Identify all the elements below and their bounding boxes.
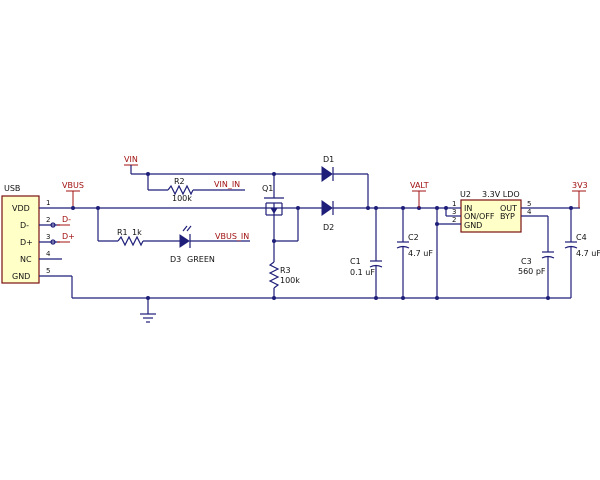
c1-value: 0.1 uF <box>350 268 375 277</box>
ldo-regulator-body <box>460 199 522 233</box>
ground-icon <box>140 313 156 323</box>
resistor-r3 <box>268 261 280 289</box>
mosfet-q1 <box>264 197 284 218</box>
u2-pin-num-1: 1 <box>452 200 456 208</box>
capacitor-c3 <box>541 251 555 259</box>
usb-pin-label-nc: NC <box>20 255 32 264</box>
net-label-vbus: VBUS <box>62 181 84 190</box>
u2-pin-onoff: ON/OFF <box>464 212 495 221</box>
u2-title: 3.3V LDO <box>482 190 520 199</box>
r2-value: 100k <box>172 194 192 203</box>
c2-value: 4.7 uF <box>408 249 433 258</box>
net-label-vbus-in: VBUS_IN <box>215 232 249 241</box>
r1-ref: R1 <box>117 228 128 237</box>
u2-pin-num-5: 5 <box>527 200 531 208</box>
net-label-valt: VALT <box>410 181 429 190</box>
net-label-dplus: D+ <box>62 232 75 241</box>
c3-ref: C3 <box>521 257 532 266</box>
usb-pin-num-1: 1 <box>46 199 50 207</box>
usb-pin-num-3: 3 <box>46 233 50 241</box>
net-label-vin-in: VIN_IN <box>214 180 240 189</box>
u2-pin-num-4: 4 <box>527 208 532 216</box>
capacitor-c2 <box>396 241 410 249</box>
diode-d2 <box>321 200 334 216</box>
u2-pin-num-2: 2 <box>452 216 456 224</box>
net-label-dminus: D- <box>62 215 71 224</box>
usb-pin-label-dplus: D+ <box>20 238 33 247</box>
u2-pin-num-3: 3 <box>452 208 456 216</box>
usb-pin-num-4: 4 <box>46 250 51 258</box>
diode-d1 <box>321 166 334 182</box>
capacitor-c4 <box>564 241 578 249</box>
u2-pin-in: IN <box>464 204 472 213</box>
c4-ref: C4 <box>576 233 587 242</box>
r1-value: 1k <box>132 228 142 237</box>
c2-ref: C2 <box>408 233 419 242</box>
capacitor-c1 <box>369 260 383 268</box>
usb-connector: USB VDD D- D+ NC GND 1 2 3 4 5 <box>1 184 72 284</box>
c3-value: 560 pF <box>518 267 546 276</box>
usb-pin-label-vdd: VDD <box>12 204 30 213</box>
usb-pin-num-5: 5 <box>46 267 50 275</box>
r3-ref: R3 <box>280 266 291 275</box>
usb-pin-label-gnd: GND <box>12 272 30 281</box>
c4-value: 4.7 uF <box>576 249 600 258</box>
r3-value: 100k <box>280 276 300 285</box>
usb-connector-body <box>1 195 40 284</box>
d3-ref: D3 <box>170 255 181 264</box>
resistor-r1 <box>117 235 144 247</box>
u2-pin-byp: BYP <box>500 212 515 221</box>
r2-ref: R2 <box>174 177 185 186</box>
usb-pin-num-2: 2 <box>46 216 50 224</box>
d1-ref: D1 <box>323 155 334 164</box>
usb-pin-label-dminus: D- <box>20 221 29 230</box>
net-label-vin: VIN <box>124 155 138 164</box>
d3-value: GREEN <box>187 255 215 264</box>
u2-pin-gnd: GND <box>464 221 482 230</box>
led-d3 <box>179 225 192 248</box>
u2-pin-out: OUT <box>500 204 517 213</box>
resistor-r2 <box>167 184 194 196</box>
c1-ref: C1 <box>350 257 361 266</box>
usb-connector-name: USB <box>4 184 20 193</box>
net-label-3v3: 3V3 <box>572 181 588 190</box>
d2-ref: D2 <box>323 223 334 232</box>
u2-ref: U2 <box>460 190 471 199</box>
q1-ref: Q1 <box>262 184 273 193</box>
